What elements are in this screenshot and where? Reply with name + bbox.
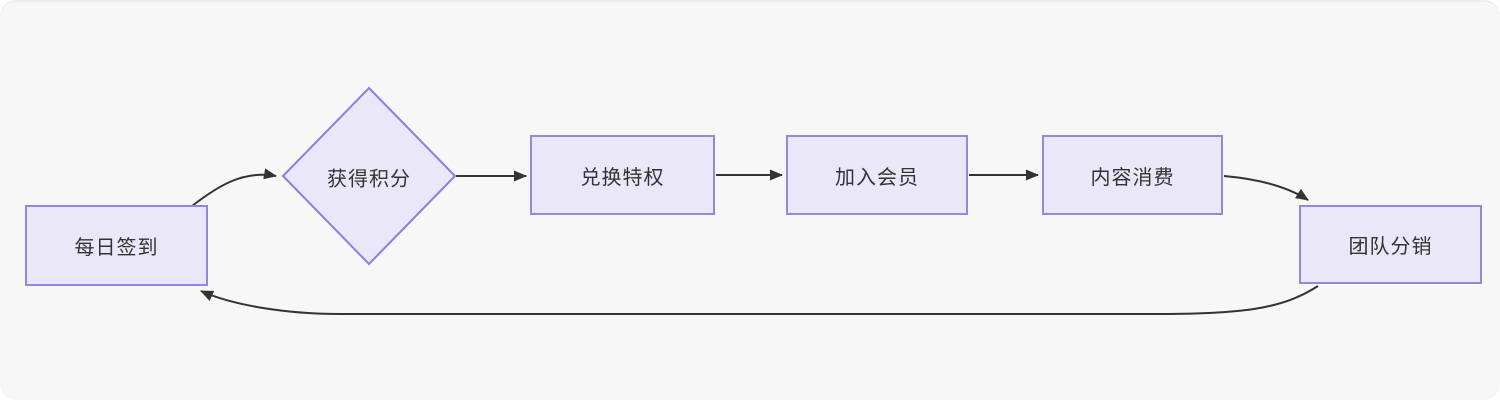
- node-team-distribution[interactable]: 团队分销: [1299, 205, 1482, 284]
- node-label: 每日签到: [74, 237, 159, 259]
- node-redeem-perks[interactable]: 兑换特权: [530, 135, 715, 215]
- node-label: 加入会员: [835, 166, 919, 189]
- node-label: 团队分销: [1348, 236, 1433, 258]
- edge-content-to-distribution: [1223, 175, 1309, 201]
- diamond-shape: [281, 86, 457, 266]
- node-earn-points[interactable]: 获得积分: [327, 168, 411, 191]
- edge-daily-to-points: [191, 168, 277, 207]
- edge-distribution-to-daily: [200, 285, 1319, 315]
- node-label: 兑换特权: [580, 166, 665, 189]
- node-daily-checkin[interactable]: 每日签到: [25, 205, 208, 286]
- node-content-consumption[interactable]: 内容消费: [1042, 135, 1223, 215]
- node-label: 内容消费: [1090, 166, 1175, 189]
- node-join-membership[interactable]: 加入会员: [786, 135, 968, 215]
